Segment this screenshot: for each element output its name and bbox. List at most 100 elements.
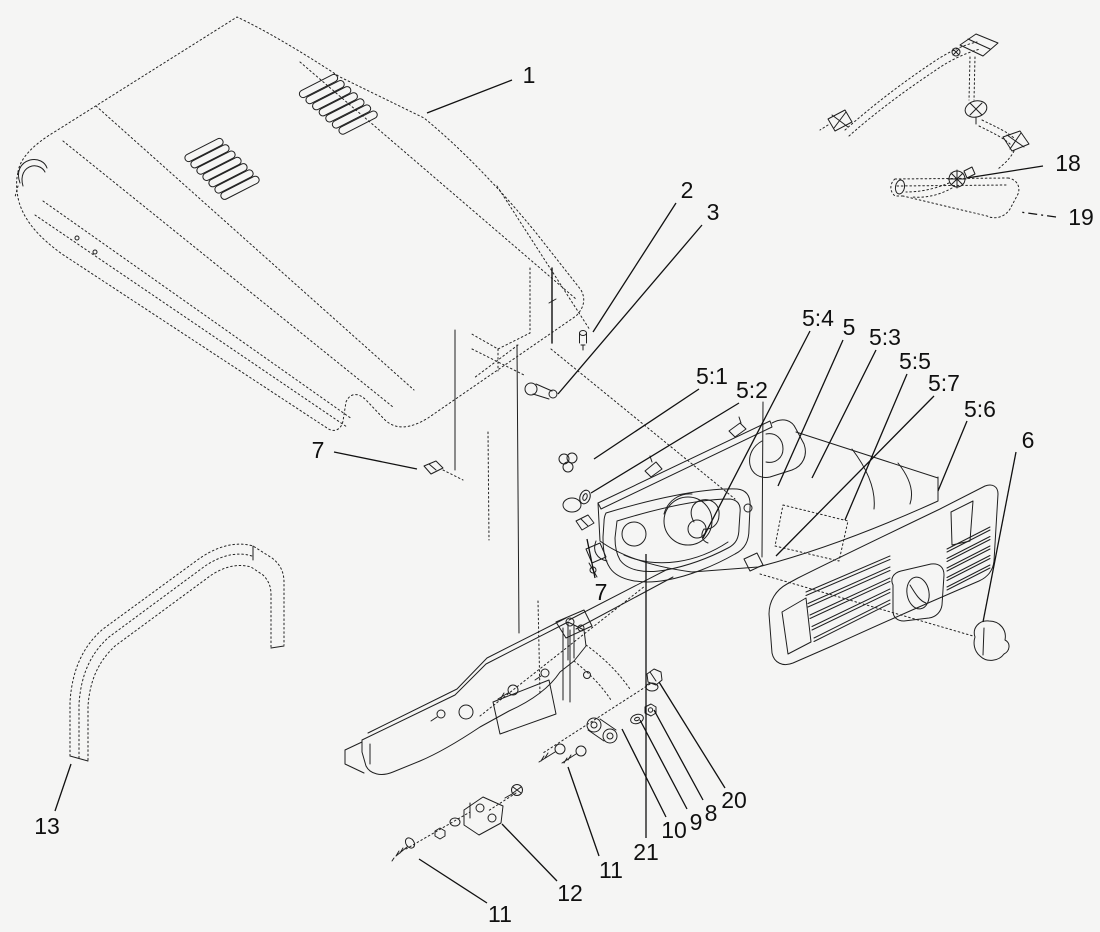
callout-leader-12-18 [501, 823, 558, 882]
lens-bezel [479, 452, 751, 717]
screw-11 [391, 837, 416, 862]
callout-leader-10-21 [621, 728, 667, 818]
callout-5:3-7: 5:3 [869, 324, 901, 350]
callout-leader-5:2-13 [590, 402, 740, 494]
callout-leader-5:3-7 [811, 349, 877, 479]
callout-leader-5:1-12 [593, 388, 700, 460]
bolt-20 [645, 668, 663, 692]
callout-9-22: 9 [690, 809, 703, 835]
washer-9 [630, 713, 644, 725]
callout-leader-2-1 [592, 202, 677, 333]
hinge-pin [579, 330, 587, 351]
hood [14, 16, 585, 431]
support-panel [344, 568, 674, 775]
headlight-bulb [687, 519, 707, 539]
grille-slats [805, 526, 991, 642]
bulb-retainer [690, 499, 720, 544]
callout-5:6-10: 5:6 [964, 396, 996, 422]
bracket-12 [463, 796, 504, 836]
callout-leader-8-23 [653, 709, 704, 801]
hood-nose [14, 159, 48, 198]
callout-5:2-13: 5:2 [736, 377, 768, 403]
ground-wire-19 [890, 177, 1020, 219]
hood-vent-cluster-right [298, 73, 378, 135]
grille-right-cutout [950, 500, 974, 546]
hardware-left [391, 784, 523, 862]
callout-5:7-9: 5:7 [928, 370, 960, 396]
alignment-axis [759, 573, 974, 637]
callout-19-4: 19 [1068, 204, 1094, 230]
callout-7-15: 7 [595, 579, 608, 605]
callout-leader-18-3 [966, 165, 1044, 179]
callout-leader-3-2 [557, 224, 703, 395]
bulb-socket-18 [947, 166, 976, 189]
bolt-12 [504, 784, 523, 799]
clip-nut-mid [575, 514, 595, 531]
hood-pilot-hole [74, 235, 80, 241]
bulb-socket-upper [964, 100, 988, 125]
grille [759, 484, 1010, 666]
callout-3-2: 3 [707, 199, 720, 225]
housing-decal [774, 504, 849, 562]
hood-pilot-hole [92, 249, 98, 255]
callout-leader-9-22 [639, 719, 688, 810]
callout-leader-7-14 [333, 451, 418, 470]
housing-fin [761, 401, 764, 558]
callout-leader-11-17 [418, 858, 488, 904]
callout-5:1-12: 5:1 [696, 363, 728, 389]
callout-leader-5:5-8 [844, 373, 908, 521]
harness-plug [1002, 130, 1030, 152]
callout-leader-19-4 [1019, 211, 1057, 218]
callout-leader-6-11 [982, 451, 1017, 623]
callout-6-11: 6 [1022, 427, 1035, 453]
spacer-link-10 [586, 717, 618, 744]
callout-leader-1-0 [426, 79, 513, 114]
callout-8-23: 8 [705, 800, 718, 826]
hinge-strip [497, 609, 593, 703]
callout-11-17: 11 [488, 901, 512, 927]
callout-11-19: 11 [599, 857, 623, 883]
grille-knob [973, 620, 1010, 661]
callout-5-6: 5 [843, 314, 856, 340]
fender-arch [69, 543, 285, 762]
callout-5:5-8: 5:5 [899, 348, 931, 374]
callout-20-24: 20 [721, 787, 747, 813]
callout-leader-11-19 [567, 766, 600, 857]
clip-nut-left [423, 460, 464, 481]
nut-8 [644, 703, 657, 717]
nut-washer [434, 817, 461, 840]
latch-lever [524, 382, 558, 400]
harness-switch [951, 33, 999, 57]
callout-13-16: 13 [34, 813, 60, 839]
callout-7-14: 7 [312, 437, 325, 463]
callout-1-0: 1 [523, 62, 536, 88]
harness-connector [819, 109, 853, 132]
grille-emblem [891, 563, 945, 622]
alignment-axis [496, 185, 591, 331]
callout-18-3: 18 [1055, 150, 1081, 176]
carriage-bolts-11 [538, 743, 587, 764]
headlight-housing [594, 401, 939, 573]
callout-2-1: 2 [681, 177, 694, 203]
callout-leader-13-16 [54, 763, 72, 812]
grommets [558, 452, 591, 513]
callout-10-21: 10 [661, 817, 687, 843]
grille-left-cutout [781, 597, 812, 655]
callout-12-18: 12 [557, 880, 583, 906]
callout-leader-5:7-9 [775, 395, 935, 557]
callout-leader-20-24 [658, 681, 726, 789]
panel-window [492, 679, 557, 735]
hood-vent-cluster-left [184, 137, 260, 200]
wire-harness [819, 33, 1030, 219]
hinge-latch-parts [454, 185, 736, 696]
lamp-opening [663, 496, 713, 546]
callout-5:4-5: 5:4 [802, 305, 834, 331]
callout-leader-5:4-5 [702, 330, 811, 539]
callout-leader-5-6 [777, 339, 844, 487]
callout-leader-7-15 [586, 538, 596, 579]
alignment-axis [550, 348, 736, 500]
hardware-right [538, 668, 663, 764]
callout-leader-5:6-10 [937, 420, 968, 492]
